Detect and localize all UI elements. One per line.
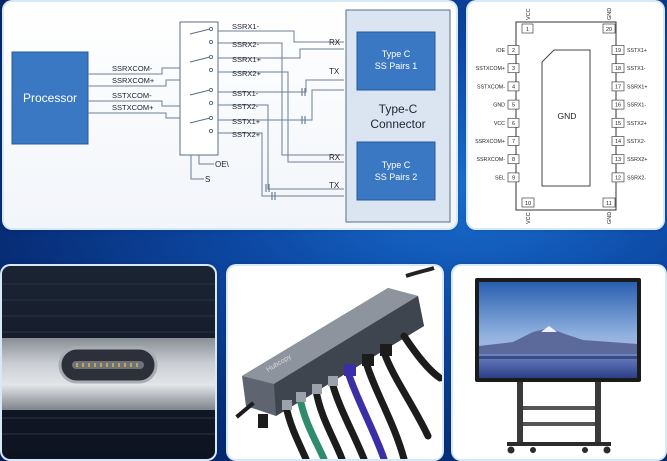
ic-gnd-pad (541, 49, 591, 187)
pin-19-name: SSTX1+ (627, 48, 647, 54)
processor-block (11, 51, 89, 145)
usb-c-port-illustration (2, 266, 215, 459)
rx-label-2: RX (329, 153, 341, 162)
pin-15-name: SSTX2+ (627, 121, 647, 127)
pin-15-num: 15 (615, 121, 621, 127)
pin-14-pad (611, 136, 625, 146)
pin-5-name: GND (493, 103, 505, 109)
pin-4-num: 4 (512, 84, 515, 90)
signal-ssrxcom-pos: SSRXCOM+ (112, 76, 155, 85)
pin-12-num: 12 (615, 175, 621, 181)
output-ssrx2-neg: SSRX2- (232, 40, 260, 49)
pin-18-name: SSTX1- (627, 66, 646, 72)
pin-7-num: 7 (512, 139, 515, 145)
pin-15-pad (611, 117, 625, 128)
pin-10-name: VCC (526, 212, 532, 224)
signal-ssrxcom-neg: SSRXCOM- (112, 64, 153, 73)
oe-label: OE\ (215, 160, 230, 169)
pin-3-name: SSTXCOM+ (476, 66, 505, 72)
ss-pairs-2-line2: SS Pairs 2 (375, 172, 418, 182)
display-stand-illustration (453, 266, 665, 459)
pin-14-num: 14 (615, 139, 621, 145)
pin-16-pad (611, 99, 625, 110)
signal-sstxcom-neg: SSTXCOM- (112, 91, 152, 100)
pin-11-name: GND (607, 212, 613, 224)
pin-7-pad (507, 136, 520, 146)
pin-11-num: 11 (606, 201, 612, 207)
pin-10-num: 10 (525, 201, 531, 207)
schematic-diagram: Processor SSRXCOM- SSRXCOM+ SSTXCOM- SST… (4, 2, 456, 228)
output-ssrx1-neg: SSRX1- (232, 22, 260, 31)
pin-6-num: 6 (512, 121, 515, 127)
tx-label-1: TX (329, 67, 340, 76)
ss-pairs-1-line1: Type C (382, 49, 411, 59)
pin-5-num: 5 (512, 103, 515, 109)
pin-9-num: 9 (512, 175, 515, 181)
pin-7-name: SSRXCOM+ (475, 139, 505, 145)
pin-13-name: SSRX2+ (627, 157, 647, 163)
pin-20-num: 20 (606, 27, 612, 33)
pin-3-num: 3 (512, 66, 515, 72)
pin-19-num: 19 (615, 48, 621, 54)
pin-13-num: 13 (615, 157, 621, 163)
signal-sstxcom-pos: SSTXCOM+ (112, 103, 154, 112)
usb-c-port-photo (2, 266, 215, 459)
output-ssrx2-pos: SSRX2+ (232, 69, 262, 78)
pin-1-num: 1 (526, 27, 529, 33)
schematic-panel: Processor SSRXCOM- SSRXCOM+ SSTXCOM- SST… (4, 2, 456, 228)
pin-8-num: 8 (512, 157, 515, 163)
output-sstx2-pos: SSTX2+ (232, 130, 261, 139)
pin-16-num: 16 (615, 103, 621, 109)
pin-12-name: SSRX2- (627, 175, 646, 181)
pin-2-num: 2 (512, 48, 515, 54)
ss-pairs-2-line1: Type C (382, 160, 411, 170)
pin-18-num: 18 (615, 66, 621, 72)
pin-17-num: 17 (615, 84, 621, 90)
pin-9-pad (507, 172, 520, 183)
gnd-pad-label: GND (558, 111, 577, 121)
usb-hub-illustration: Hubcopy (228, 266, 442, 459)
rx-label-1: RX (329, 38, 341, 47)
pin-19-pad (611, 45, 625, 55)
pin-6-name: VCC (494, 121, 505, 127)
pin-13-pad (611, 154, 625, 165)
s-label: S (205, 175, 210, 184)
output-sstx1-pos: SSTX1+ (232, 117, 261, 126)
pin-4-pad (507, 81, 520, 92)
connector-label-line2: Connector (370, 117, 425, 131)
ss-pairs-2-block (356, 141, 436, 201)
tx-label-2: TX (329, 181, 340, 190)
pin-8-pad (507, 154, 520, 165)
pin-12-pad (611, 172, 625, 183)
pin-9-name: SEL (495, 175, 505, 181)
pin-1-name: VCC (526, 8, 532, 20)
processor-label: Processor (23, 91, 77, 105)
pin-2-pad (507, 45, 520, 55)
pinout-diagram: GND 1 VCC 20 GND 10 VCC 11 GND 2/OE3SSTX… (468, 2, 663, 228)
pin-3-pad (507, 63, 520, 74)
output-sstx1-neg: SSTX1- (232, 89, 259, 98)
pin-5-pad (507, 99, 520, 110)
pin-16-name: SSRX1- (627, 103, 646, 109)
pin-2-name: /OE (496, 48, 506, 54)
pin-4-name: SSTXCOM- (477, 84, 505, 90)
ss-pairs-1-block (356, 31, 436, 91)
pin-20-name: GND (607, 8, 613, 20)
interactive-display-photo (453, 266, 665, 459)
output-ssrx1-pos: SSRX1+ (232, 55, 262, 64)
usb-hub-photo: Hubcopy (228, 266, 442, 459)
ss-pairs-1-line2: SS Pairs 1 (375, 61, 418, 71)
pin-14-name: SSTX2- (627, 139, 646, 145)
connector-label-line1: Type-C (379, 102, 418, 116)
pin-17-name: SSRX1+ (627, 84, 647, 90)
pin-17-pad (611, 81, 625, 92)
pin-8-name: SSRXCOM- (476, 157, 505, 163)
output-sstx2-neg: SSTX2- (232, 102, 259, 111)
pin-18-pad (611, 63, 625, 74)
pin-6-pad (507, 117, 520, 128)
